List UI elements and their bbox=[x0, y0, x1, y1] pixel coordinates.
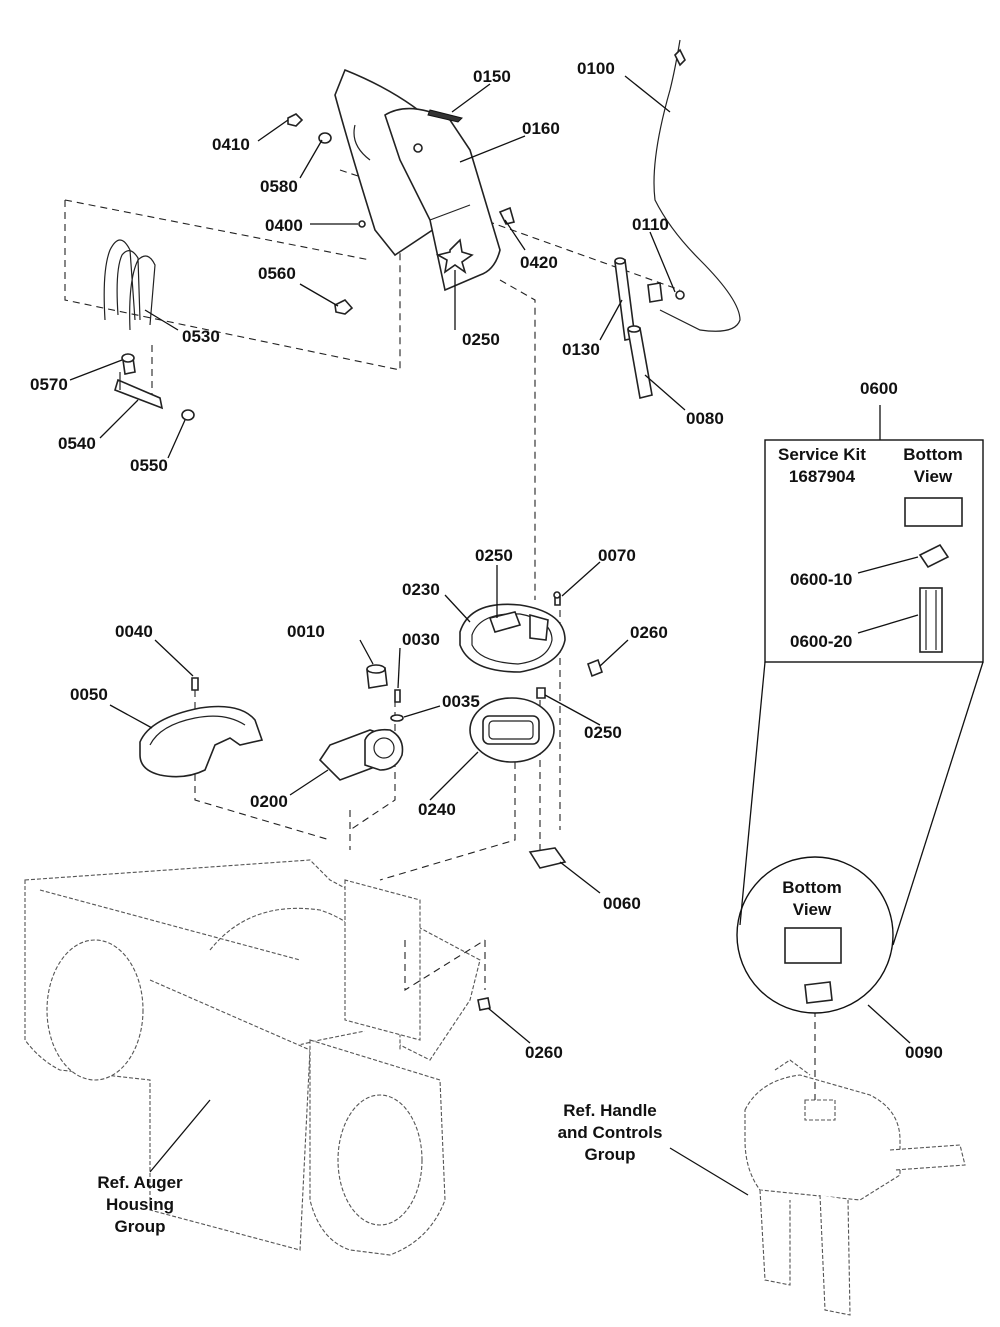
label-0260-lower: 0260 bbox=[525, 1043, 563, 1062]
reference-text: Ref. Auger Housing Group Ref. Handle and… bbox=[97, 1101, 662, 1236]
label-0070: 0070 bbox=[598, 546, 636, 565]
ref-handle-line2: and Controls bbox=[558, 1123, 663, 1142]
label-0100: 0100 bbox=[577, 59, 615, 78]
service-kit-bottom: Bottom bbox=[903, 445, 962, 464]
label-0560: 0560 bbox=[258, 264, 296, 283]
ref-auger-line2: Housing bbox=[106, 1195, 174, 1214]
label-0200: 0200 bbox=[250, 792, 288, 811]
label-0150: 0150 bbox=[473, 67, 511, 86]
label-0250-ring: 0250 bbox=[475, 546, 513, 565]
gear-ring-assembly bbox=[459, 591, 603, 763]
label-0160: 0160 bbox=[522, 119, 560, 138]
ref-handle-line1: Ref. Handle bbox=[563, 1101, 657, 1120]
detail-circle bbox=[736, 661, 984, 1014]
auger-housing-reference bbox=[24, 859, 481, 1256]
label-0050: 0050 bbox=[70, 685, 108, 704]
detail-circle-text: Bottom View bbox=[782, 878, 841, 919]
label-0080: 0080 bbox=[686, 409, 724, 428]
label-0090: 0090 bbox=[905, 1043, 943, 1062]
label-0530: 0530 bbox=[182, 327, 220, 346]
ref-handle-line3: Group bbox=[585, 1145, 636, 1164]
handle-controls-reference bbox=[744, 1059, 966, 1316]
label-0400: 0400 bbox=[265, 216, 303, 235]
label-0030: 0030 bbox=[402, 630, 440, 649]
label-0240: 0240 bbox=[418, 800, 456, 819]
label-0540: 0540 bbox=[58, 434, 96, 453]
label-0250-plate: 0250 bbox=[584, 723, 622, 742]
motor-assembly bbox=[318, 664, 404, 781]
label-0570: 0570 bbox=[30, 375, 68, 394]
leader-lines bbox=[69, 75, 919, 1196]
discharge-chute bbox=[334, 68, 501, 292]
label-0580: 0580 bbox=[260, 177, 298, 196]
bail-bracket-assembly bbox=[103, 239, 195, 421]
service-kit-box bbox=[764, 439, 984, 663]
label-0040: 0040 bbox=[115, 622, 153, 641]
detail-view: View bbox=[793, 900, 832, 919]
part-labels: 0150 0100 0160 0410 0580 0400 0110 0420 … bbox=[30, 59, 943, 1062]
label-0260-ring: 0260 bbox=[630, 623, 668, 642]
ref-auger-line1: Ref. Auger bbox=[97, 1173, 183, 1192]
chute-hardware bbox=[287, 113, 515, 315]
label-0600-10: 0600-10 bbox=[790, 570, 852, 589]
label-0060: 0060 bbox=[603, 894, 641, 913]
chute-cable bbox=[614, 39, 741, 399]
motor-cover bbox=[139, 677, 264, 778]
detail-bottom: Bottom bbox=[782, 878, 841, 897]
label-0410: 0410 bbox=[212, 135, 250, 154]
label-0550: 0550 bbox=[130, 456, 168, 475]
label-0110: 0110 bbox=[632, 215, 669, 234]
lower-hardware bbox=[477, 847, 567, 1011]
service-kit-text: Service Kit 1687904 Bottom View bbox=[778, 445, 963, 486]
ref-auger-line3: Group bbox=[115, 1217, 166, 1236]
service-kit-view: View bbox=[914, 467, 953, 486]
service-kit-number: 1687904 bbox=[789, 467, 856, 486]
label-0600-20: 0600-20 bbox=[790, 632, 852, 651]
label-0600: 0600 bbox=[860, 379, 898, 398]
label-0035: 0035 bbox=[442, 692, 480, 711]
label-0250-top: 0250 bbox=[462, 330, 500, 349]
label-0420: 0420 bbox=[520, 253, 558, 272]
service-kit-title: Service Kit bbox=[778, 445, 866, 464]
label-0130: 0130 bbox=[562, 340, 600, 359]
label-0230: 0230 bbox=[402, 580, 440, 599]
label-0010: 0010 bbox=[287, 622, 325, 641]
